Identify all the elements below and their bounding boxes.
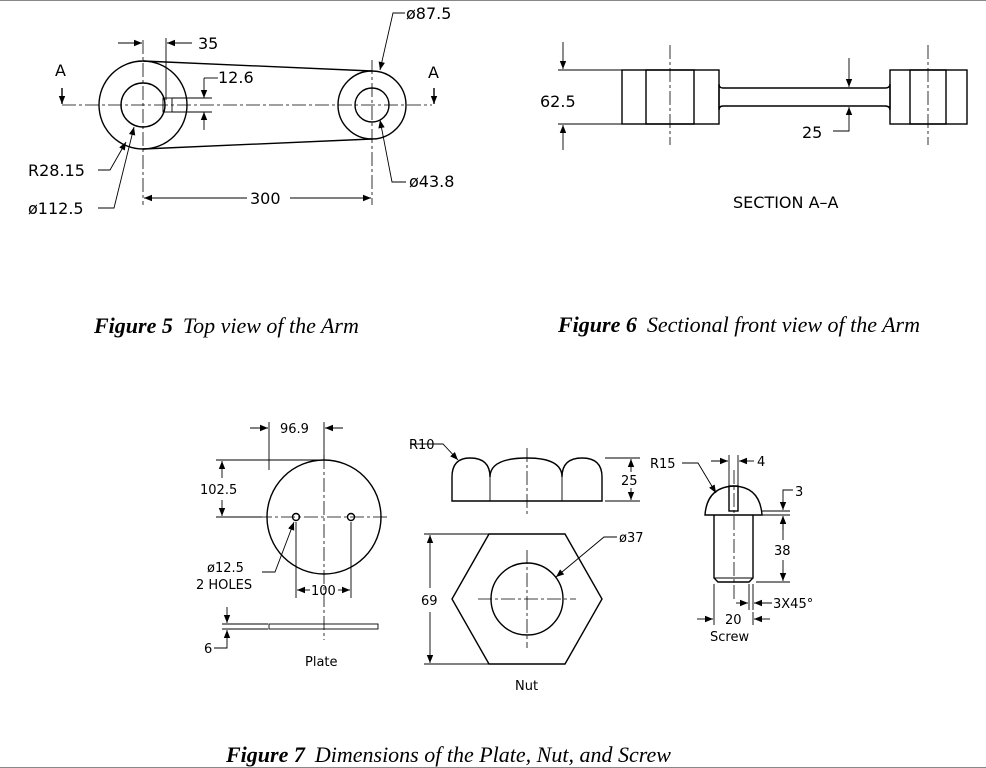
leader-43-8 bbox=[378, 119, 406, 183]
dim-6: 6 bbox=[204, 642, 212, 657]
arm-edge-top bbox=[142, 60, 373, 72]
figure6-label: Figure 6 bbox=[558, 312, 637, 337]
dim-12-5: ø12.5 bbox=[207, 561, 244, 576]
figure5-label: Figure 5 bbox=[94, 313, 173, 338]
dim-35: 35 bbox=[198, 34, 218, 53]
leader-r28 bbox=[98, 141, 127, 171]
arm-edge-bottom bbox=[142, 138, 373, 150]
leader-37 bbox=[555, 536, 617, 578]
nut-label: Nut bbox=[515, 679, 538, 694]
dim-12-6: 12.6 bbox=[218, 68, 254, 87]
dim-112-5: ø112.5 bbox=[28, 199, 84, 218]
dim-nut-25: 25 bbox=[621, 474, 638, 489]
figure7-title: Dimensions of the Plate, Nut, and Screw bbox=[314, 742, 671, 767]
screw-shank bbox=[713, 515, 754, 583]
section-label-left: A bbox=[55, 61, 66, 80]
figure5-caption: Figure 5 Top view of the Arm bbox=[94, 313, 359, 339]
screw-drawing: R15 4 3 38 3X45° 20 Screw bbox=[650, 455, 813, 645]
figure7-caption: Figure 7 Dimensions of the Plate, Nut, an… bbox=[226, 742, 671, 768]
leader-12-5 bbox=[262, 521, 295, 573]
leader-r10 bbox=[410, 443, 459, 461]
dim-62-5: 62.5 bbox=[540, 92, 576, 111]
plate-hole-left bbox=[291, 512, 301, 522]
dim-3: 3 bbox=[795, 485, 803, 500]
plate-hole-right bbox=[346, 512, 356, 522]
section-title: SECTION A–A bbox=[733, 193, 839, 212]
dim-r10: R10 bbox=[409, 438, 435, 453]
dim-2-holes: 2 HOLES bbox=[196, 578, 252, 593]
dim-r15: R15 bbox=[650, 457, 676, 472]
dim-43-8: ø43.8 bbox=[409, 172, 454, 191]
dim-chamfer: 3X45° bbox=[773, 597, 813, 612]
plate-label: Plate bbox=[305, 655, 338, 670]
dim-25-web: 25 bbox=[802, 123, 822, 142]
section-left-boss bbox=[621, 69, 720, 125]
dim-87-5: ø87.5 bbox=[406, 4, 451, 23]
figure6-caption: Figure 6 Sectional front view of the Arm bbox=[558, 312, 920, 338]
plate-side-view bbox=[268, 623, 379, 630]
dim-arrow-3-top bbox=[779, 489, 793, 510]
leader-r15 bbox=[682, 462, 717, 494]
screw-slot bbox=[728, 485, 739, 512]
dim-r28: R28.15 bbox=[28, 161, 85, 180]
nut-drawing: R10 25 ø37 69 Nut bbox=[409, 438, 644, 694]
dim-20: 20 bbox=[725, 613, 742, 628]
dim-37: ø37 bbox=[619, 531, 644, 546]
top-border bbox=[0, 0, 986, 1]
dim-69: 69 bbox=[421, 594, 438, 609]
leader-87-5 bbox=[378, 12, 405, 71]
figure5-title: Top view of the Arm bbox=[182, 313, 359, 338]
dim-100: 100 bbox=[311, 584, 336, 599]
dim-arrow-6-bottom bbox=[214, 630, 231, 649]
figure6-section-view: 62.5 25 SECTION A–A bbox=[540, 42, 968, 212]
figure7-label: Figure 7 bbox=[226, 742, 305, 767]
figure5-top-view: A A 35 12.6 ø87.5 R28.15 ø112.5 300 ø43.… bbox=[28, 4, 454, 218]
section-label-right: A bbox=[428, 63, 439, 82]
dim-arrow-25-bottom bbox=[833, 107, 853, 132]
dim-102-5: 102.5 bbox=[200, 483, 237, 498]
dim-96-9: 96.9 bbox=[280, 422, 309, 437]
dim-38: 38 bbox=[774, 544, 791, 559]
figure6-title: Sectional front view of the Arm bbox=[646, 312, 920, 337]
dim-4: 4 bbox=[757, 455, 765, 470]
leader-112-5 bbox=[98, 126, 136, 209]
screw-label: Screw bbox=[710, 630, 749, 645]
dim-300: 300 bbox=[250, 189, 281, 208]
section-right-boss bbox=[889, 69, 968, 125]
plate-drawing: 96.9 102.5 ø12.5 2 HOLES 100 6 Plate bbox=[196, 422, 390, 670]
section-web bbox=[718, 83, 891, 111]
